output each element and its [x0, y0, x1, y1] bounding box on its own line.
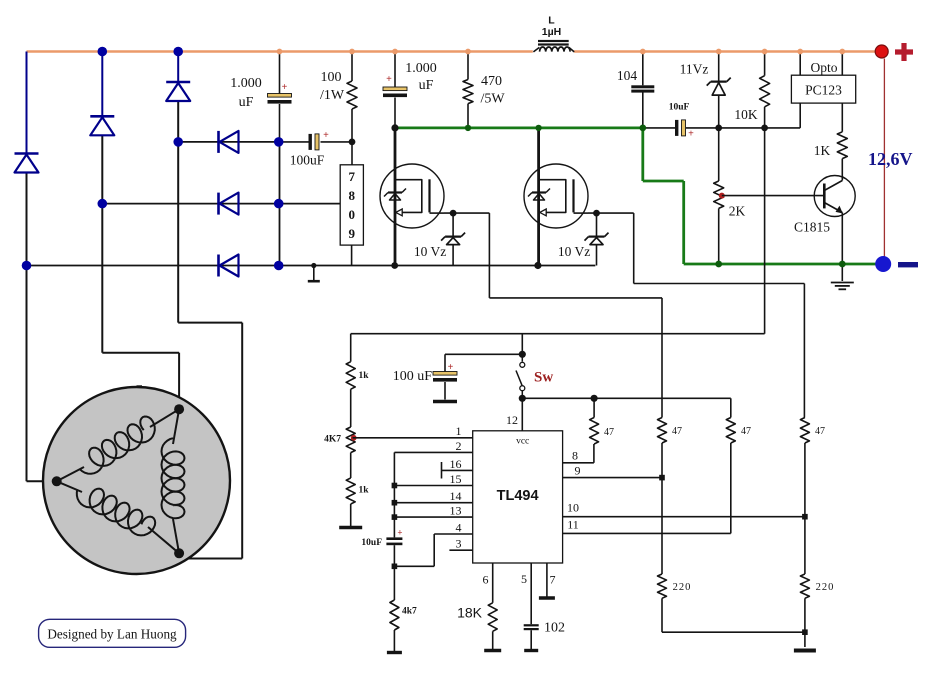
svg-text:+: + [323, 130, 329, 141]
svg-text:Designed by Lan Huong: Designed by Lan Huong [47, 626, 177, 641]
svg-text:1K: 1K [814, 143, 831, 158]
svg-text:10: 10 [567, 501, 579, 515]
svg-text:PC123: PC123 [805, 83, 842, 98]
svg-text:1.000: 1.000 [230, 76, 262, 91]
svg-text:TL494: TL494 [497, 488, 539, 504]
svg-text:+: + [386, 74, 392, 85]
svg-text:100uF: 100uF [290, 153, 325, 168]
svg-text:+: + [282, 82, 288, 93]
svg-text:uF: uF [239, 95, 254, 110]
svg-text:9: 9 [349, 226, 356, 241]
svg-text:11: 11 [567, 518, 579, 532]
svg-text:15: 15 [450, 472, 462, 486]
svg-text:2K: 2K [729, 204, 746, 219]
svg-text:7: 7 [550, 573, 556, 587]
svg-text:4: 4 [456, 521, 462, 535]
svg-text:10K: 10K [734, 107, 758, 122]
svg-text:C1815: C1815 [794, 220, 830, 235]
svg-text:470: 470 [481, 74, 502, 89]
svg-text:/1W: /1W [320, 88, 345, 103]
svg-text:8: 8 [572, 449, 578, 463]
svg-text:8: 8 [349, 188, 356, 203]
svg-text:0: 0 [349, 207, 356, 222]
svg-text:47: 47 [815, 426, 825, 437]
svg-text:47: 47 [604, 427, 614, 438]
svg-text:L: L [548, 15, 555, 27]
svg-text:100: 100 [321, 70, 342, 85]
svg-text:102: 102 [544, 621, 565, 636]
svg-text:4k7: 4k7 [402, 607, 417, 617]
svg-text:220: 220 [816, 582, 835, 593]
svg-text:uF: uF [419, 78, 434, 93]
svg-text:220: 220 [673, 582, 692, 593]
svg-text:14: 14 [450, 489, 462, 503]
svg-text:vcc: vcc [516, 437, 529, 447]
svg-text:10uF: 10uF [669, 103, 690, 113]
svg-text:+: + [397, 528, 402, 538]
svg-text:47: 47 [672, 426, 682, 437]
svg-text:1µH: 1µH [542, 26, 561, 38]
svg-text:1k: 1k [359, 371, 370, 381]
svg-text:+: + [448, 362, 454, 373]
svg-text:+: + [688, 129, 694, 140]
svg-text:18K: 18K [457, 605, 483, 621]
svg-text:6: 6 [483, 573, 489, 587]
svg-text:12: 12 [506, 413, 518, 427]
svg-text:1k: 1k [359, 486, 370, 496]
svg-text:16: 16 [450, 457, 462, 471]
svg-text:/5W: /5W [480, 92, 505, 107]
svg-text:47: 47 [741, 426, 751, 437]
svg-text:11Vz: 11Vz [680, 62, 709, 77]
svg-text:1.000: 1.000 [405, 61, 437, 76]
svg-text:10uF: 10uF [361, 538, 382, 548]
svg-text:10 Vz: 10 Vz [558, 244, 590, 259]
svg-text:3: 3 [456, 537, 462, 551]
svg-text:5: 5 [521, 572, 527, 586]
svg-text:2: 2 [456, 439, 462, 453]
svg-text:4K7: 4K7 [324, 435, 341, 445]
svg-text:Sw: Sw [534, 370, 553, 386]
svg-text:1: 1 [456, 424, 462, 438]
svg-text:13: 13 [450, 504, 462, 518]
svg-text:7: 7 [349, 169, 356, 184]
svg-text:9: 9 [575, 463, 581, 477]
svg-text:104: 104 [617, 68, 638, 83]
svg-text:12,6V: 12,6V [868, 149, 913, 169]
svg-text:Opto: Opto [811, 60, 838, 75]
svg-text:100 uF: 100 uF [393, 369, 433, 384]
svg-text:10 Vz: 10 Vz [414, 244, 446, 259]
